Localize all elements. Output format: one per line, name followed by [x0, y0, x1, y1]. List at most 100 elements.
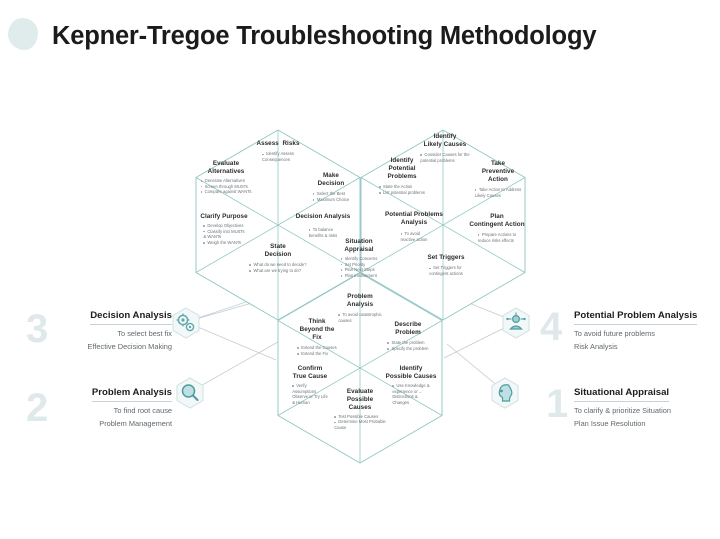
bullet: Weigh the WANTs	[203, 240, 244, 246]
side-label-situational-appraisal: 1 Situational Appraisal To clarify & pri…	[540, 382, 716, 428]
bullet: What do we need to decide?	[249, 262, 307, 268]
bullet: What are we trying to do?	[249, 268, 306, 274]
bullet: potential problems	[420, 157, 455, 163]
side-label-potential-problem-analysis: 4 Potential Problem Analysis To avoid fu…	[540, 305, 716, 351]
bullet: Develop Objectives	[203, 223, 244, 229]
bullet: Identify Concerns	[340, 256, 377, 262]
bullet: Set Priority	[340, 262, 378, 268]
cell-title: Assess Risks	[256, 140, 300, 147]
bullet: To avoid catastrophic	[338, 312, 382, 318]
bullet: To balance	[308, 227, 337, 233]
bullet: Extend the Fix	[297, 351, 336, 357]
step-number: 2	[26, 386, 49, 430]
side-label-title: Situational Appraisal	[574, 387, 670, 402]
potential-problem-analysis-hexagon	[360, 129, 526, 321]
bullet: reduce risks effects	[477, 237, 514, 243]
bullet: To avoid	[400, 231, 428, 237]
bullet: List potential problems	[379, 190, 425, 196]
bullet: Classify into MUSTs	[203, 229, 245, 235]
bullet: experience or ...	[392, 388, 423, 394]
bullet: Identify Assess	[262, 151, 294, 157]
bullet: Plan Next Steps	[340, 267, 378, 273]
bullet: State the Action	[379, 184, 425, 190]
bullet: Observe or Try Life	[292, 394, 328, 400]
title-decoration-blob	[8, 18, 38, 50]
bullet: Maximum Choice	[312, 197, 349, 203]
bullet: Verify	[292, 383, 328, 389]
bullet: Changes	[392, 399, 410, 405]
cell-title: Clarify Purpose	[200, 213, 248, 220]
bullet: causes	[338, 317, 352, 323]
bullet: Extend the Causes	[297, 345, 337, 351]
step-number: 1	[546, 382, 569, 426]
head-profile-icon	[488, 376, 522, 410]
problem-analysis-hexagon	[277, 272, 443, 464]
side-label-line: To select best fix	[117, 328, 172, 338]
page-title: Kepner-Tregoe Troubleshooting Methodolog…	[52, 22, 597, 50]
side-label-line: Problem Management	[99, 418, 172, 428]
bullet: Test Possible Causes	[334, 414, 385, 420]
cell-bullets: Use Knowledge &experience or ...Distinct…	[392, 383, 430, 406]
bullet: Determine Most Probable	[334, 419, 386, 425]
side-label-problem-analysis: 2 Problem Analysis To find root cause Pr…	[20, 382, 172, 428]
side-label-line: To avoid future problems	[574, 328, 655, 338]
cell-bullets: What do we need to decide?What are we tr…	[249, 262, 307, 274]
bullet: reactive action	[400, 236, 428, 242]
gears-icon	[169, 306, 203, 340]
bullet: Likely Causes	[474, 192, 501, 198]
cell-title: Decision Analysis	[295, 213, 351, 220]
bullet: Select the Best	[312, 191, 349, 197]
bullet: Distinctions &	[392, 394, 418, 400]
bullet: Assumptions	[292, 388, 317, 394]
side-label-title: Decision Analysis	[90, 310, 172, 325]
bullet: & WANTs	[203, 234, 222, 240]
step-number: 3	[26, 307, 49, 351]
bullet: Consider Causes for the	[420, 152, 470, 158]
bullet: Consequences	[262, 156, 290, 162]
side-label-line: Risk Analysis	[574, 341, 618, 351]
magnifier-icon	[173, 376, 207, 410]
decision-analysis-hexagon	[195, 129, 361, 321]
bullet: Plan Involvement	[340, 273, 378, 279]
side-label-line: Plan Issue Resolution	[574, 418, 646, 428]
bullet: & Human	[292, 399, 310, 405]
